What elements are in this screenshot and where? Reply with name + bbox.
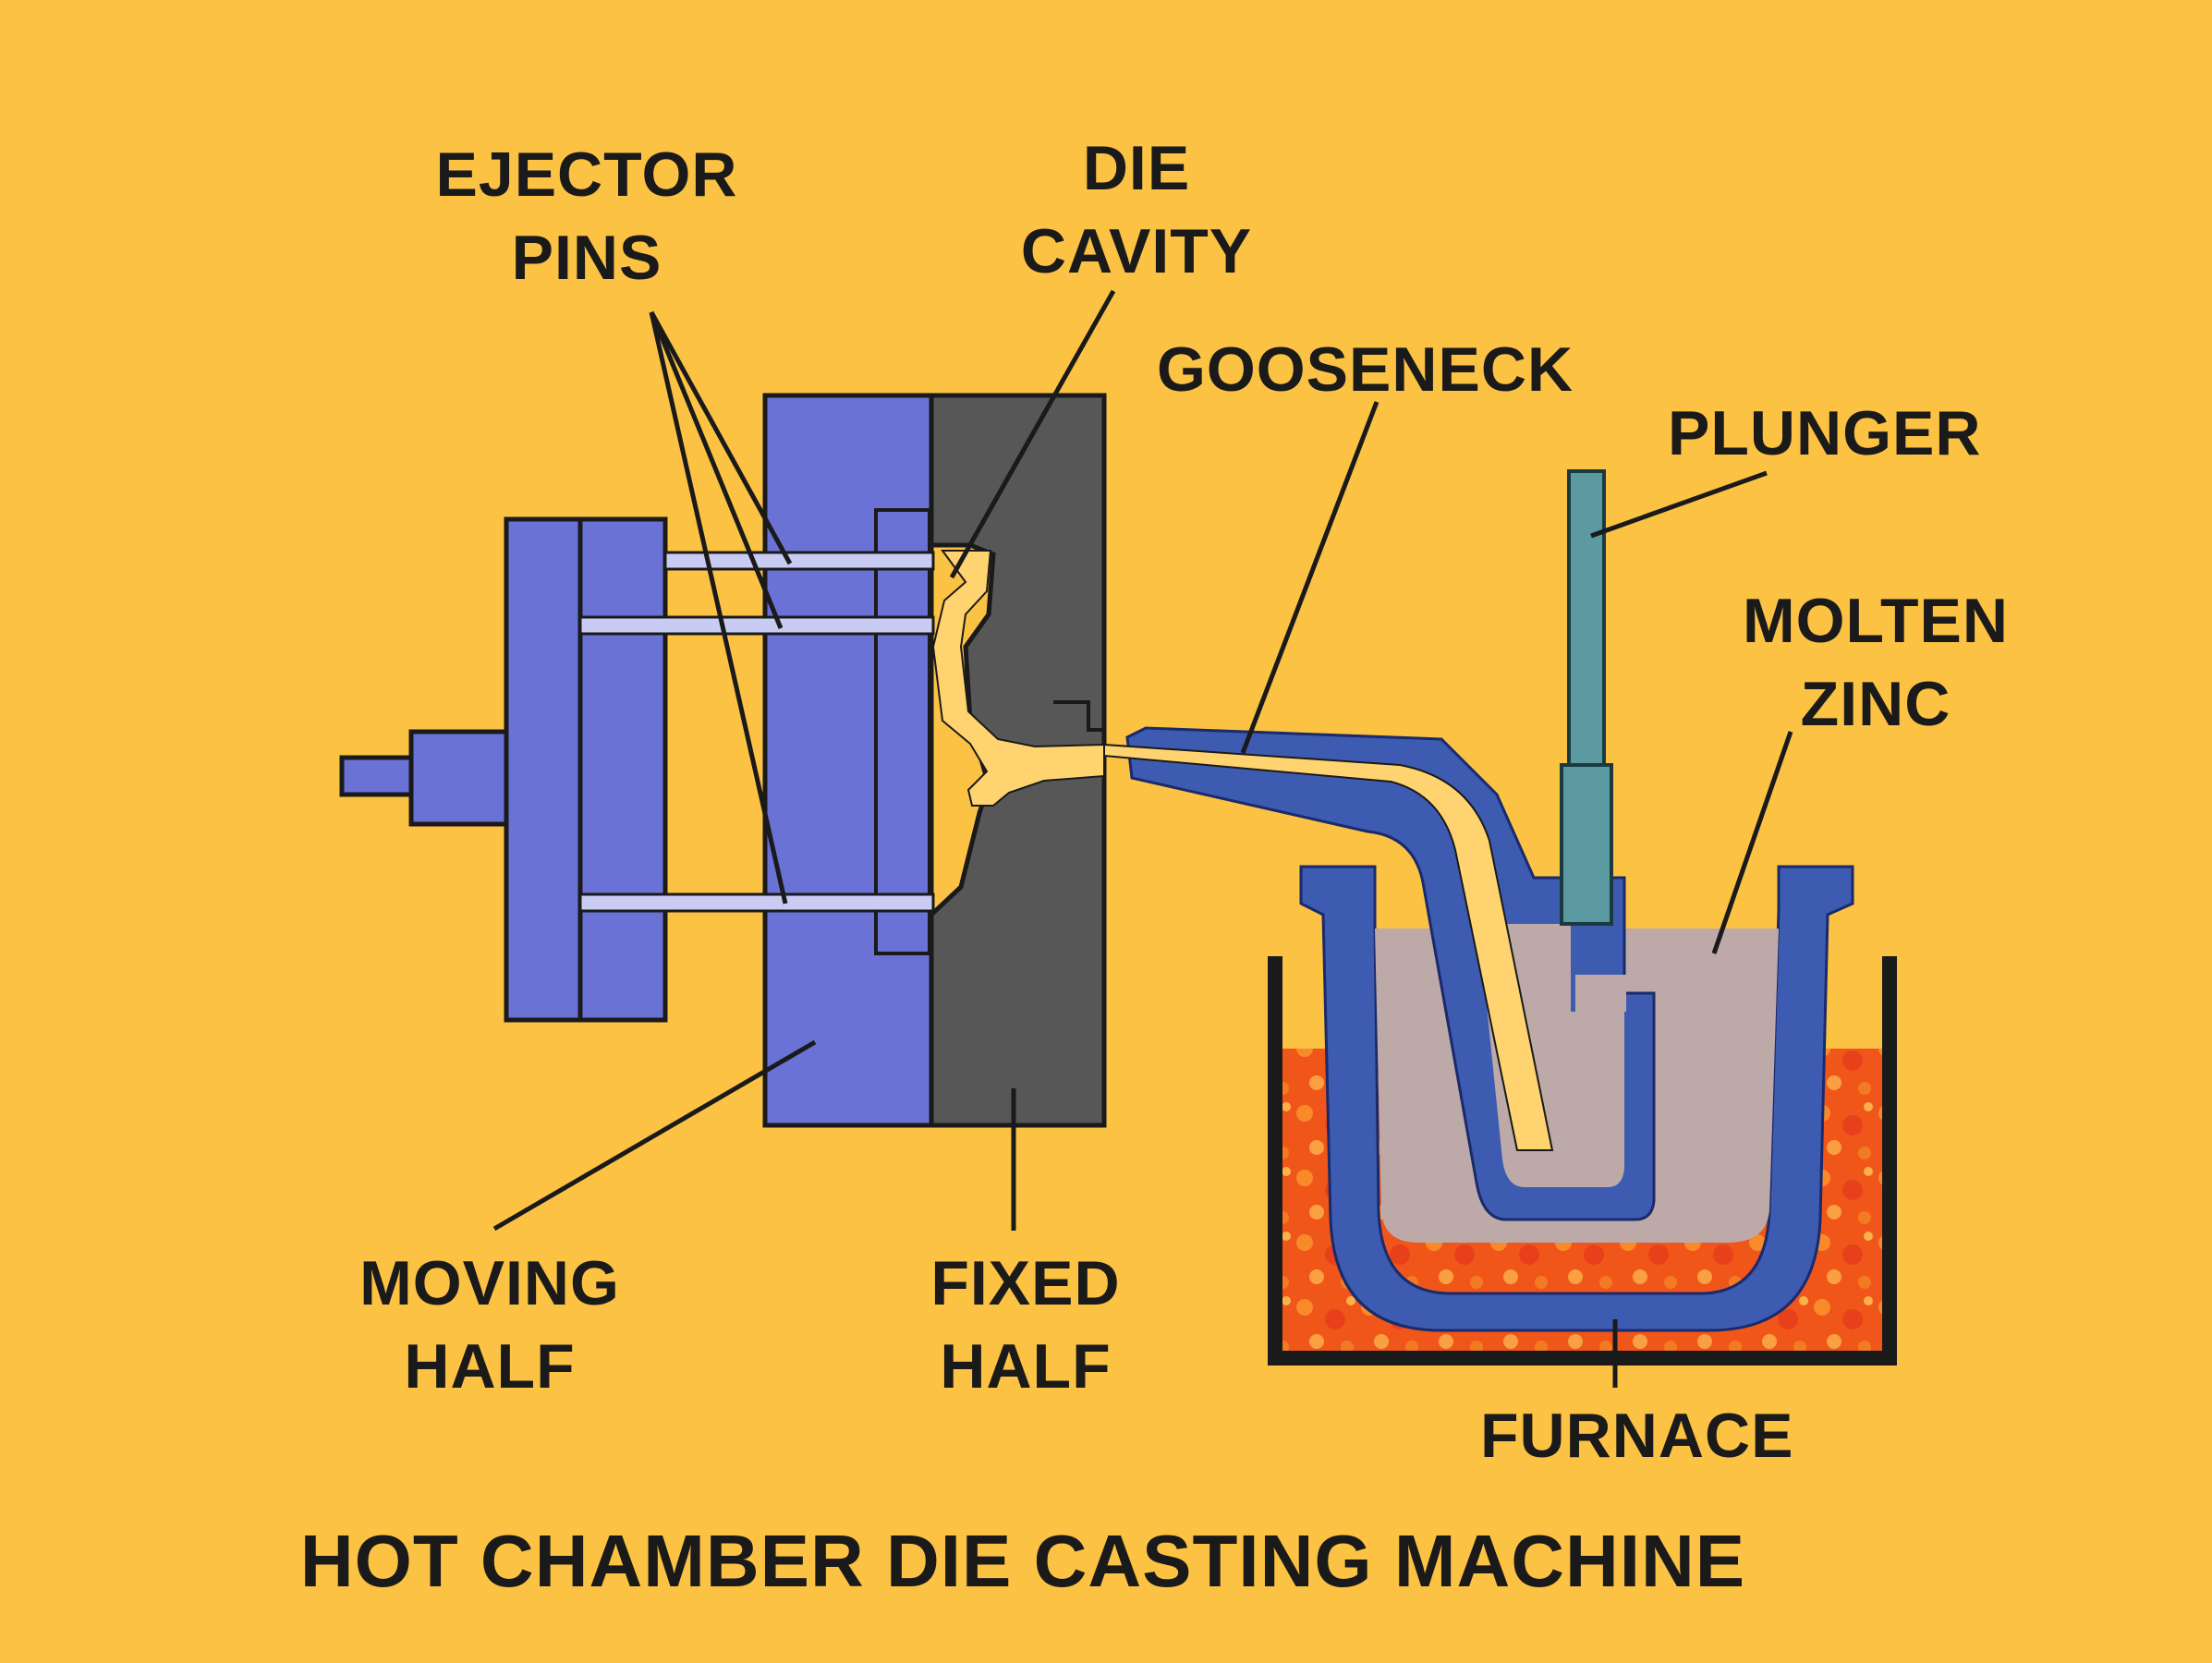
label-moving-half-line2: HALF bbox=[404, 1331, 576, 1402]
ejector-pin bbox=[663, 551, 935, 571]
label-ejector-pins-line1: EJECTOR bbox=[435, 140, 738, 210]
ejector-stem bbox=[339, 755, 419, 797]
diagram-title: HOT CHAMBER DIE CASTING MACHINE bbox=[299, 1520, 1746, 1602]
leader-molten-zinc bbox=[1711, 731, 1793, 954]
leader-plunger bbox=[1590, 470, 1768, 539]
label-fixed-half-line1: FIXED bbox=[930, 1248, 1121, 1318]
leader-die-cavity bbox=[949, 289, 1116, 579]
label-molten-zinc-line1: MOLTEN bbox=[1742, 586, 2010, 656]
pot-outer bbox=[1299, 865, 1854, 1332]
label-fixed-half-line2: HALF bbox=[940, 1331, 1112, 1402]
label-fixed-half: FIXED HALF bbox=[841, 1252, 1210, 1398]
label-moving-half: MOVING HALF bbox=[305, 1252, 675, 1398]
ejector-pin bbox=[578, 615, 935, 636]
moving-die-insert bbox=[874, 508, 931, 955]
leader-moving-half bbox=[492, 1039, 817, 1232]
leader-ejector-pin-2 bbox=[649, 311, 784, 629]
label-moving-half-line1: MOVING bbox=[359, 1248, 620, 1318]
leader-gooseneck bbox=[1240, 401, 1379, 754]
fixed-die-step bbox=[1053, 700, 1104, 732]
label-plunger: PLUNGER bbox=[1668, 398, 1982, 468]
label-ejector-pins: EJECTOR PINS bbox=[402, 143, 772, 289]
molten-metal-path bbox=[931, 550, 1554, 1151]
plunger bbox=[1560, 469, 1613, 926]
die-cavity-fill bbox=[931, 550, 1105, 807]
label-die-cavity: DIE CAVITY bbox=[952, 137, 1321, 283]
plunger-rod bbox=[1567, 469, 1606, 769]
label-gooseneck: GOOSENECK bbox=[1157, 334, 1574, 405]
leader-lines bbox=[492, 289, 1793, 1388]
plunger-head bbox=[1560, 763, 1613, 926]
leader-ejector-pin-1 bbox=[649, 310, 793, 565]
chamber-slot bbox=[1575, 975, 1626, 1012]
furnace-walls bbox=[1268, 956, 1897, 1366]
label-die-cavity-line2: CAVITY bbox=[1020, 216, 1253, 286]
moving-half bbox=[339, 393, 935, 1128]
label-molten-zinc-line2: ZINC bbox=[1800, 669, 1951, 739]
ejector-pin bbox=[578, 892, 935, 913]
ejector-plate-inner bbox=[577, 516, 668, 1023]
leader-ejector-pin-3 bbox=[649, 311, 788, 904]
label-furnace: FURNACE bbox=[1480, 1401, 1794, 1471]
label-molten-zinc: MOLTEN ZINC bbox=[1691, 589, 2060, 735]
label-die-cavity-line1: DIE bbox=[1082, 133, 1191, 203]
ejector-plate-outer bbox=[504, 516, 583, 1023]
label-ejector-pins-line2: PINS bbox=[511, 223, 662, 293]
gooseneck-channel bbox=[1103, 743, 1554, 1151]
